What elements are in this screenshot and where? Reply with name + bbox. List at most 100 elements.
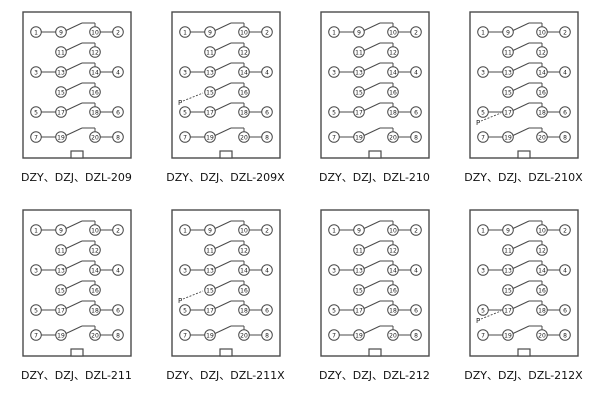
terminal-20: 20 [386,329,399,341]
svg-text:9: 9 [208,227,212,234]
mounting-notch [516,150,531,159]
panel-label: DZY、DZJ、DZL-210 [319,171,430,184]
terminal-9: 9 [54,224,67,236]
terminal-1: 1 [29,224,42,236]
svg-text:13: 13 [57,69,65,76]
svg-text:17: 17 [504,109,512,116]
svg-text:20: 20 [538,134,546,141]
svg-text:9: 9 [506,29,510,36]
svg-text:8: 8 [116,332,120,339]
terminal-12: 12 [535,46,548,58]
terminal-4: 4 [260,264,273,276]
terminal-7: 7 [476,131,489,143]
svg-text:19: 19 [206,332,214,339]
svg-text:11: 11 [206,49,214,56]
svg-text:8: 8 [414,332,418,339]
terminal-11: 11 [501,244,514,256]
terminal-16: 16 [535,284,548,296]
terminal-5: 5 [29,304,42,316]
terminal-14: 14 [88,66,101,78]
svg-text:4: 4 [116,267,120,274]
svg-text:19: 19 [504,332,512,339]
contact-switch-blade [65,220,82,229]
svg-text:15: 15 [355,89,363,96]
svg-text:20: 20 [91,332,99,339]
svg-text:20: 20 [240,134,248,141]
svg-text:2: 2 [116,29,120,36]
svg-text:9: 9 [59,29,63,36]
terminal-14: 14 [535,264,548,276]
terminal-8: 8 [260,131,273,143]
svg-text:15: 15 [504,287,512,294]
svg-text:5: 5 [34,109,38,116]
svg-text:3: 3 [481,267,485,274]
svg-text:2: 2 [563,227,567,234]
terminal-12: 12 [237,46,250,58]
mounting-notch [367,150,382,159]
terminal-15: 15 [203,86,216,98]
terminal-5: 5 [178,106,191,118]
contact-switch-blade [363,260,380,269]
contact-switch-blade [512,300,529,309]
terminal-4: 4 [409,264,422,276]
svg-text:5: 5 [481,109,485,116]
contact-switch-blade [512,42,529,51]
terminal-9: 9 [54,26,67,38]
terminal-14: 14 [237,264,250,276]
terminal-6: 6 [409,106,422,118]
svg-text:18: 18 [389,307,397,314]
contact-switch-blade [512,102,529,111]
svg-text:1: 1 [332,29,336,36]
terminal-17: 17 [352,304,365,316]
svg-text:15: 15 [504,89,512,96]
terminal-14: 14 [386,66,399,78]
mounting-notch [218,150,233,159]
terminal-2: 2 [111,26,124,38]
terminal-4: 4 [558,66,571,78]
terminal-20: 20 [535,131,548,143]
terminal-11: 11 [54,244,67,256]
terminal-15: 15 [54,86,67,98]
panel-label: DZY、DZJ、DZL-209 [21,171,132,184]
terminal-3: 3 [29,264,42,276]
terminal-13: 13 [54,264,67,276]
svg-text:13: 13 [504,69,512,76]
svg-text:20: 20 [240,332,248,339]
terminal-7: 7 [327,131,340,143]
svg-text:12: 12 [389,247,397,254]
terminal-12: 12 [386,244,399,256]
terminal-19: 19 [54,131,67,143]
svg-text:20: 20 [389,134,397,141]
contact-switch-blade [214,102,231,111]
terminal-15: 15 [501,284,514,296]
svg-text:13: 13 [206,69,214,76]
svg-text:19: 19 [504,134,512,141]
contact-switch-blade [512,220,529,229]
svg-text:15: 15 [57,89,65,96]
terminal-16: 16 [237,86,250,98]
contact-switch-blade [65,260,82,269]
svg-text:9: 9 [208,29,212,36]
terminal-7: 7 [29,131,42,143]
terminal-16: 16 [88,284,101,296]
terminal-20: 20 [386,131,399,143]
terminal-10: 10 [237,26,250,38]
p-marker-line [480,310,501,320]
svg-text:1: 1 [183,227,187,234]
terminal-2: 2 [260,26,273,38]
terminal-2: 2 [409,26,422,38]
svg-text:12: 12 [389,49,397,56]
svg-text:2: 2 [265,29,269,36]
mounting-notch [218,348,233,357]
terminal-19: 19 [54,329,67,341]
terminal-10: 10 [88,26,101,38]
terminal-6: 6 [111,304,124,316]
terminal-11: 11 [501,46,514,58]
p-marker-label: P [476,119,480,127]
terminal-9: 9 [203,224,216,236]
terminal-6: 6 [260,304,273,316]
